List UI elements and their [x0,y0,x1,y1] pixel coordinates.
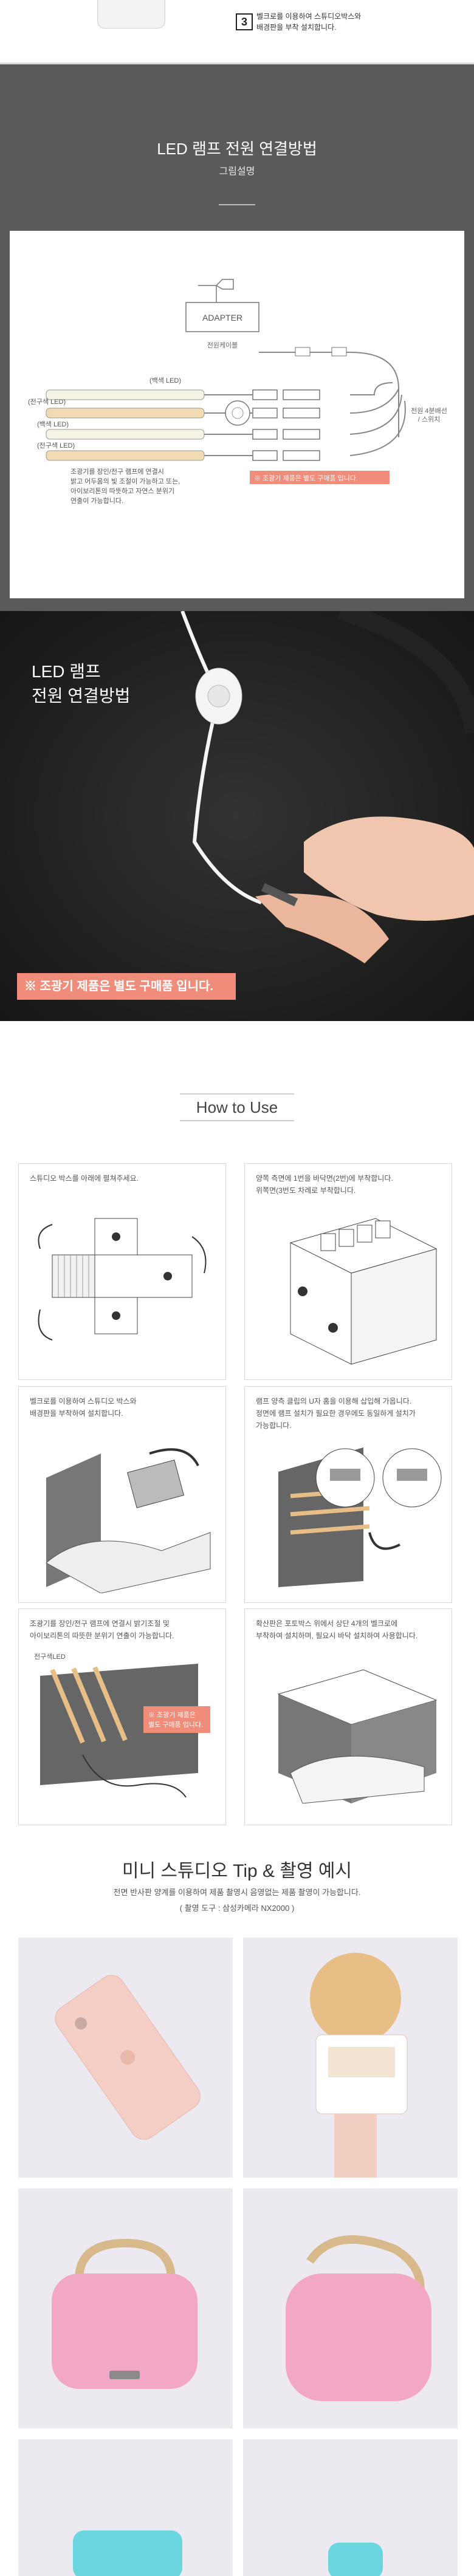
panel-3-line1: 벨크로를 이용하여 스튜디오 박스와 [30,1397,137,1406]
led-label-1: (백색 LED) [149,377,181,384]
photo-title-line2: 전원 연결방법 [32,686,131,705]
how-to-panel-6: 확산판은 포토박스 위에서 상단 4개의 벨크로에 부착하여 설치하며, 필요시… [244,1608,452,1825]
photo-notice: ※ 조광기 제품은 별도 구매품 입니다. [17,973,236,1000]
diagram-notice: ※ 조광기 제품은 별도 구매품 입니다. [254,474,358,482]
panel-6-line2: 부착하여 설치하며, 필요시 바닥 설치하여 사용합니다. [256,1631,418,1640]
lamp-install-illustration [278,1447,442,1587]
title-underline [219,204,255,205]
led-label-2: (전구색 LED) [28,398,66,406]
how-to-panel-5: 조광기를 장인/전구 램프에 연결시 밝기조절 및 아이보리톤의 따뜻한 분위기… [18,1608,226,1825]
panel-3-text: 벨크로를 이용하여 스튜디오 박스와 배경판을 부착하여 설치합니다. [30,1395,218,1420]
product-pouch-image [97,0,165,29]
panel-6-line1: 확산판은 포토박스 위에서 상단 4개의 벨크로에 [256,1619,398,1628]
microphone-image [243,1938,458,2178]
panel-6-text: 확산판은 포토박스 위에서 상단 4개의 벨크로에 부착하여 설치하며, 필요시… [256,1618,444,1642]
backdrop-illustration [46,1448,211,1593]
note-line4: 연출이 가능합니다. [70,497,123,505]
tip-section-tool: ( 촬영 도구 : 삼성카메라 NX2000 ) [179,1904,295,1913]
example-photo-3 [18,2439,233,2576]
tip-section-description: 전면 반사판 양계를 이용하여 제품 촬영시 음영없는 제품 촬영이 가능합니다… [113,1888,361,1897]
splitter-label: 전원 4분배선/ 스위치 [411,407,447,423]
led-label-4: (전구색 LED) [37,442,75,449]
adapter-cable-label: 전원케이블 [207,341,238,349]
photo-illustration [0,611,474,1021]
how-to-use-title: How to Use [180,1093,294,1121]
photo-title-line1: LED 램프 [32,662,101,681]
step3-text-line1: 벨크로를 이용하여 스튜디오박스와 [256,12,362,21]
wiring-diagram-svg: ADAPTER 전원케이블 전원 4분배선/ 스위치 [28,279,447,505]
example-photo-4-image [243,2439,458,2576]
panel5-notice-line1: ※ 조광기 제품은 [148,1711,196,1719]
panel-2-line2: 위쪽면(3번도 차례로 부착합니다. [256,1186,356,1195]
note-line1: 조광기를 장인/전구 램프에 연결시 [70,468,164,476]
unfold-box-illustration [38,1218,207,1341]
example-photo-microphone [243,1938,458,2178]
led-wiring-diagram: ADAPTER 전원케이블 전원 4분배선/ 스위치 [10,231,464,598]
tip-section-title: 미니 스튜디오 Tip & 촬영 예시 [122,1861,352,1881]
speaker-front-image [18,2188,233,2428]
how-to-panel-1: 스튜디오 박스를 아래에 펼쳐주세요. [18,1163,226,1380]
step3-strip: 3 벨크로를 이용하여 스튜디오박스와 배경판을 부착 설치합니다. [0,0,474,64]
panel-1-line1: 스튜디오 박스를 아래에 펼쳐주세요. [30,1174,139,1183]
panel-3-line2: 배경판을 부착하여 설치합니다. [30,1409,123,1418]
adapter-label: ADAPTER [202,313,242,323]
example-photo-speaker-front [18,2188,233,2428]
led-section-subtitle: 그림설명 [219,166,255,177]
example-photo-3-image [18,2439,233,2576]
step-number-badge: 3 [236,13,253,30]
panel-2-text: 양쪽 측면에 1번을 바닥면(2번)에 부착합니다. 위쪽면(3번도 차례로 부… [256,1172,444,1197]
how-to-panel-2: 양쪽 측면에 1번을 바닥면(2번)에 부착합니다. 위쪽면(3번도 차례로 부… [244,1163,452,1380]
diffuser-illustration [277,1669,438,1804]
assemble-box-illustration [289,1218,438,1365]
panel-4-line1: 램프 양측 클립의 U자 홈을 이용해 삽입해 가옵니다. [256,1397,412,1406]
example-photo-phone [18,1938,233,2178]
led-label-3: (백색 LED) [37,420,69,428]
dimmer-connect-illustration: 전구색LED ※ 조광기 제품은 별도 구매품 입니다. [34,1653,210,1798]
how-to-panel-4: 램프 양측 클립의 U자 홈을 이용해 삽입해 가옵니다. 정면에 램프 설치가… [244,1386,452,1603]
panel-5-line1: 조광기를 장인/전구 램프에 연결시 밝기조절 및 [30,1619,170,1628]
divider [0,63,474,64]
panel5-led-label: 전구색LED [34,1653,66,1661]
panel-5-line2: 아이보리톤의 따뜻한 분위기 연출이 가능합니다. [30,1631,174,1640]
note-line3: 아이보리톤의 따뜻하고 자연스 분위기 [70,487,174,495]
phone-image [18,1938,233,2178]
panel-4-line2: 정면에 램프 설치가 필요한 경우에도 동일하게 설치가 [256,1409,416,1418]
adapter-box [185,302,259,332]
speaker-side-image [243,2188,458,2428]
panel-4-line3: 가능합니다. [256,1421,292,1430]
panel5-notice-box [143,1706,210,1733]
led-bars [46,389,205,461]
plug-icon [198,279,234,290]
panel-4-text: 램프 양측 클립의 U자 홈을 이용해 삽입해 가옵니다. 정면에 램프 설치가… [256,1395,444,1432]
led-connection-photo: LED 램프 전원 연결방법 ※ 조광기 제품은 별도 구매품 입니다. [0,611,474,1021]
note-line2: 밝고 어두움의 빛 조절이 가능하고 또는, [70,477,180,485]
how-to-panel-3: 벨크로를 이용하여 스튜디오 박스와 배경판을 부착하여 설치합니다. [18,1386,226,1603]
example-photo-speaker-side [243,2188,458,2428]
panel-2-line1: 양쪽 측면에 1번을 바닥면(2번)에 부착합니다. [256,1174,393,1183]
panel5-notice-line2: 별도 구매품 입니다. [148,1721,203,1729]
diagram-notice-box [250,471,390,484]
led-section-title: LED 램프 전원 연결방법 [157,140,317,158]
step3-text-line2: 배경판을 부착 설치합니다. [256,23,337,32]
step3-description: 벨크로를 이용하여 스튜디오박스와 배경판을 부착 설치합니다. [256,11,439,33]
panel-5-text: 조광기를 장인/전구 램프에 연결시 밝기조절 및 아이보리톤의 따뜻한 분위기… [30,1618,218,1642]
panel-1-text: 스튜디오 박스를 아래에 펼쳐주세요. [30,1172,218,1184]
photo-title: LED 램프 전원 연결방법 [32,660,130,708]
example-photo-4 [243,2439,458,2576]
